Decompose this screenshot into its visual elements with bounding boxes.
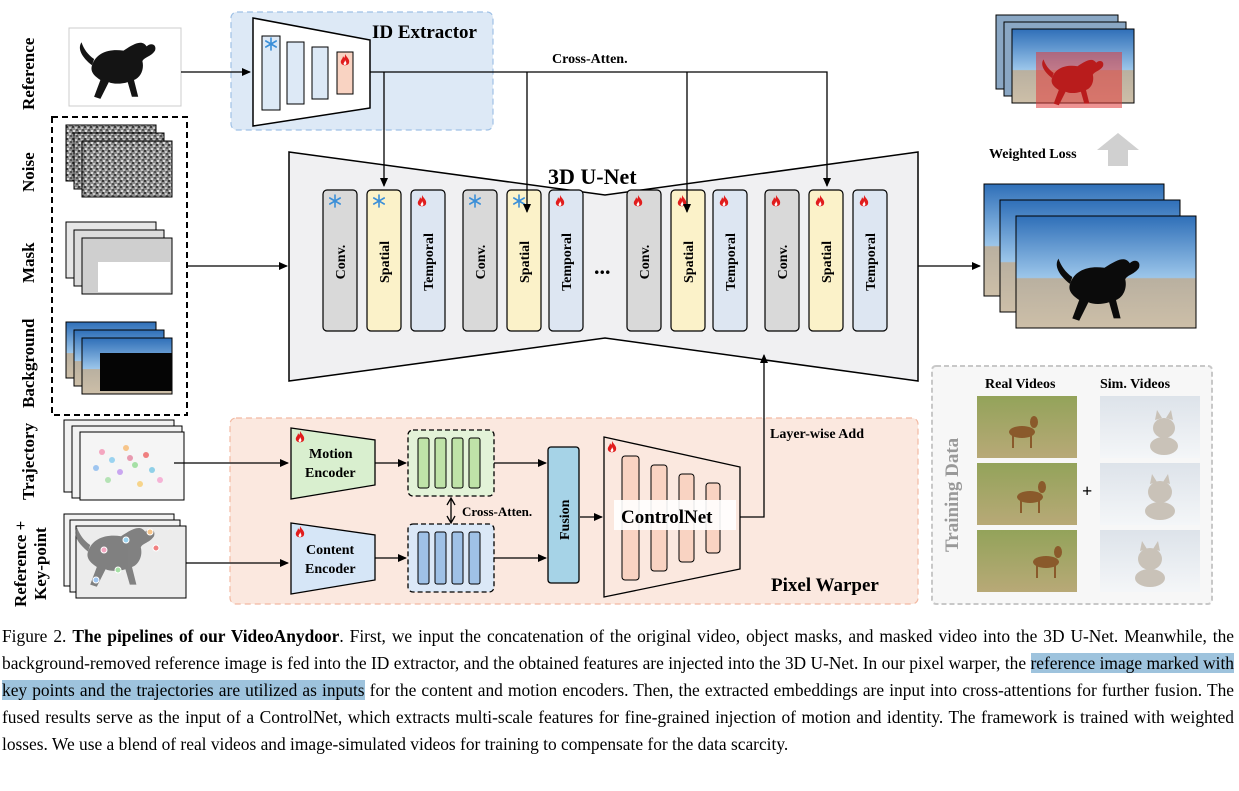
caption-text-1: . First, we input the concatenation of t… [2,626,1234,673]
label-noise: Noise [19,152,38,192]
unet-body [288,151,919,382]
label-reference: Reference [19,37,38,110]
unet-block-conv: Conv. [322,189,358,332]
real-video-frames [977,396,1077,592]
unet-block-spatial: Spatial [506,189,542,332]
label-reference-keypoint-2: Key-point [31,527,50,600]
cross-atten-top-label: Cross-Atten. [552,52,628,67]
unet-block-label: Conv. [638,245,653,280]
content-embeddings [407,523,495,593]
motion-encoder-label-2: Encoder [305,466,356,481]
unet-block-label: Spatial [518,241,533,283]
unet-blocks: Conv. Spatial Temporal Conv. Spatial Temporal… [322,189,888,332]
pipeline-diagram: Reference Noise Mask Background Trajecto… [11,11,1213,607]
label-trajectory: Trajectory [19,422,38,500]
unet-block-label: Temporal [560,233,575,291]
id-extractor-title: ID Extractor [372,22,478,43]
caption-title: The pipelines of our VideoAnydoor [72,626,340,646]
unet-block-spatial: Spatial [670,189,706,332]
input-labels: Reference Noise Mask Background Trajecto… [11,37,50,607]
trajectory-frames [63,419,185,501]
fusion-block: Fusion [547,446,580,584]
weighted-loss-label: Weighted Loss [989,147,1077,162]
output-video-frames [983,183,1197,329]
unet-block-label: Spatial [682,241,697,283]
unet-block-conv: Conv. [764,189,800,332]
keypoint-frames [63,513,187,599]
unet-block-label: Temporal [864,233,879,291]
cross-atten-pixel-label: Cross-Atten. [462,504,532,519]
figure-caption: Figure 2. The pipelines of our VideoAnyd… [2,623,1234,758]
unet-block-label: Temporal [422,233,437,291]
layer-wise-add-label: Layer-wise Add [770,427,864,442]
id-extractor-encoder [252,17,371,127]
figure-label: Figure 2. [2,626,73,646]
content-encoder-label-1: Content [306,543,355,558]
label-reference-keypoint-1: Reference + [11,521,30,607]
pixel-warper-arrows [174,354,768,567]
controlnet-label: ControlNet [621,507,713,528]
real-videos-label: Real Videos [985,377,1056,392]
controlnet-block: ControlNet [603,436,741,598]
unet-block-label: Conv. [776,245,791,280]
cross-attention-double-arrow [446,496,456,525]
sim-video-frames [1100,396,1200,592]
unet-block-label: Conv. [334,245,349,280]
trajectory-points [93,445,163,487]
unet-block-temporal: Temporal [410,189,446,332]
unet-block-temporal: Temporal [852,189,888,332]
training-plus-sign: + [1082,481,1092,501]
unet-block-label: Spatial [820,241,835,283]
weighted-loss-up-arrow [1097,133,1139,166]
training-data-title: Training Data [942,437,963,552]
sim-videos-label: Sim. Videos [1100,377,1171,392]
unet-title: 3D U-Net [548,164,637,189]
mask-frames [65,221,173,295]
cross-attention-arrows [181,68,831,213]
label-background: Background [19,318,38,408]
motion-encoder-label-1: Motion [309,447,353,462]
unet-ellipsis: ... [594,254,611,279]
noise-frames [65,124,173,198]
caption-text-2: for the content and motion encoders. The… [2,680,1234,754]
motion-encoder: Motion Encoder [290,427,376,500]
background-frames [65,321,173,395]
content-encoder-label-2: Encoder [305,562,356,577]
label-mask: Mask [19,242,38,283]
pixel-warper-title: Pixel Warper [771,575,879,596]
unet-block-conv: Conv. [626,189,662,332]
fusion-label: Fusion [558,499,573,540]
content-encoder: Content Encoder [290,522,376,595]
unet-block-label: Temporal [724,233,739,291]
unet-block-label: Spatial [378,241,393,283]
unet-block-spatial: Spatial [366,189,402,332]
unet-block-label: Conv. [474,245,489,280]
reference-image [68,27,182,107]
motion-embeddings [407,429,495,497]
unet-block-temporal: Temporal [712,189,748,332]
weighted-loss-frames [995,14,1135,108]
unet-block-spatial: Spatial [808,189,844,332]
unet-block-temporal: Temporal [548,189,584,332]
unet-block-conv: Conv. [462,189,498,332]
